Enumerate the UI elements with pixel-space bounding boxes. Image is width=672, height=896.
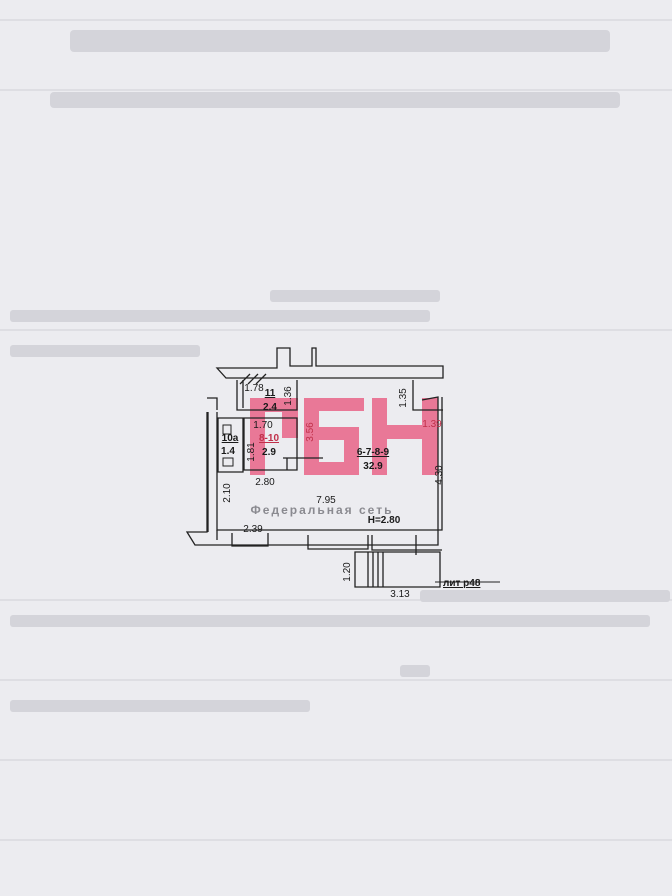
sheet-label: лит р48 bbox=[443, 578, 481, 589]
dimension: 1.39 bbox=[422, 419, 442, 430]
watermark-subtitle: Федеральная сеть bbox=[251, 503, 394, 517]
walls bbox=[185, 347, 444, 588]
dimension: 1.70 bbox=[253, 420, 273, 431]
sink-icon bbox=[222, 457, 234, 467]
dimension: 1.36 bbox=[283, 386, 294, 406]
room-8-10-id: 8-10 bbox=[259, 433, 279, 444]
room-10a-id: 10а bbox=[222, 433, 239, 444]
dimension: 7.95 bbox=[316, 495, 336, 506]
toilet-icon bbox=[222, 424, 232, 435]
dimension: 2.80 bbox=[255, 477, 275, 488]
watermark-logo bbox=[250, 398, 438, 475]
dimension: 2.39 bbox=[243, 524, 263, 535]
dimension: 1.81 bbox=[246, 442, 257, 462]
room-10a-area: 1.4 bbox=[221, 446, 235, 457]
room-11-area: 2.4 bbox=[263, 402, 277, 413]
room-8-10-area: 2.9 bbox=[262, 447, 276, 458]
dimension: 2.10 bbox=[222, 483, 233, 503]
ceiling-height: H=2.80 bbox=[368, 515, 401, 526]
dimension: 3.56 bbox=[305, 422, 316, 442]
dimension: 1.78 bbox=[244, 383, 264, 394]
dimension: 1.35 bbox=[398, 388, 409, 408]
dimension: 1.20 bbox=[342, 562, 353, 582]
room-11-id: 11 bbox=[265, 388, 276, 399]
room-main-id: 6-7-8-9 bbox=[357, 447, 390, 458]
room-main-area: 32.9 bbox=[363, 461, 383, 472]
dimension: 4.30 bbox=[434, 465, 445, 485]
dimension: 3.13 bbox=[390, 589, 410, 600]
